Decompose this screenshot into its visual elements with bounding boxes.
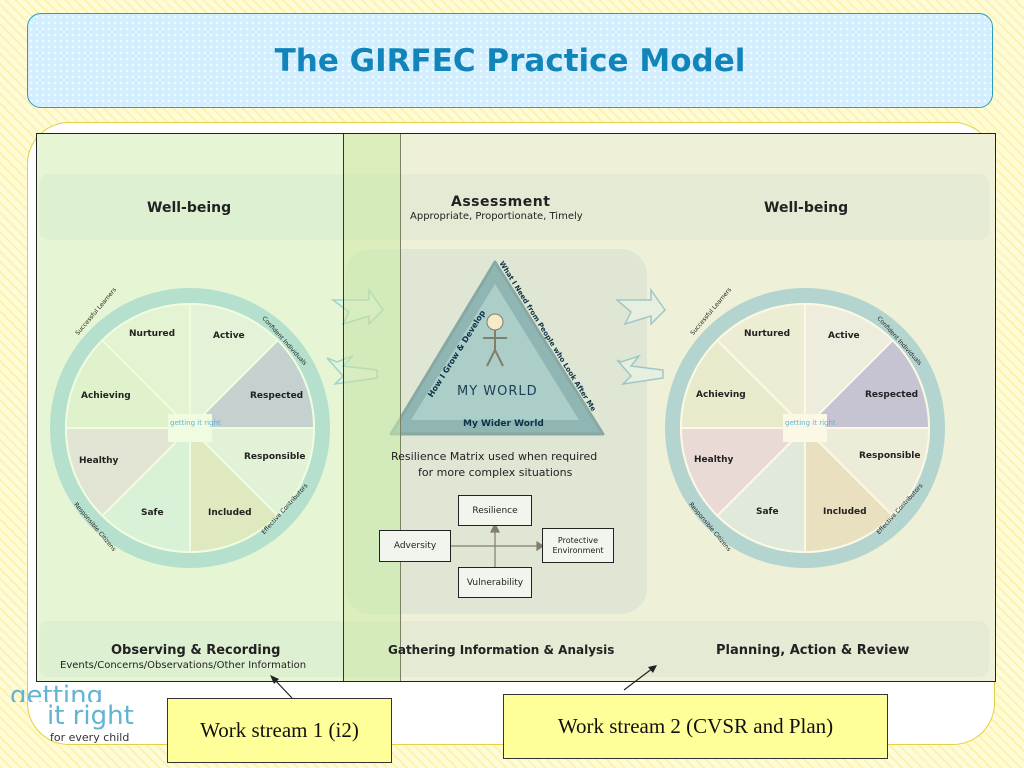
- matrix-resilience-box: Resilience: [458, 495, 532, 526]
- practice-model-figure: Well-being Assessment Appropriate, Propo…: [36, 133, 996, 682]
- work-stream-overlap-region: [343, 134, 401, 681]
- work-stream-1-region: [37, 134, 401, 681]
- wheel-left-active: Active: [213, 331, 245, 341]
- wheel-right-nurtured: Nurtured: [744, 329, 791, 339]
- matrix-adversity-box: Adversity: [379, 530, 451, 562]
- matrix-protective-label-2: Environment: [552, 545, 604, 555]
- wheel-right-responsible: Responsible: [859, 451, 921, 461]
- wheel-left-included: Included: [208, 508, 252, 518]
- my-world-triangle: [389, 260, 605, 436]
- matrix-protective-label-1: Protective: [557, 535, 599, 545]
- wheel-right-center-logo: getting it right: [785, 419, 836, 427]
- wheel-left-nurtured: Nurtured: [129, 329, 176, 339]
- wheel-left-respected: Respected: [250, 391, 304, 401]
- logo-line-2: it right: [47, 701, 134, 731]
- cycle-arrow-right-top-icon: [614, 287, 666, 326]
- wellbeing-heading-right: Well-being: [764, 200, 849, 216]
- resilience-matrix-lines: [449, 522, 545, 572]
- work-stream-2-label: Work stream 2 (CVSR and Plan): [557, 714, 834, 738]
- title-banner: The GIRFEC Practice Model: [27, 13, 993, 108]
- footer-right-title: Planning, Action & Review: [716, 643, 910, 658]
- triangle-center-label: MY WORLD: [457, 384, 538, 399]
- wheel-left-healthy: Healthy: [79, 456, 119, 466]
- getting-it-right-logo: getting it right for every child: [10, 684, 134, 746]
- wheel-left-achieving: Achieving: [81, 391, 131, 401]
- wheel-right-included: Included: [823, 507, 867, 517]
- footer-middle-title: Gathering Information & Analysis: [388, 643, 615, 657]
- matrix-adversity-label: Adversity: [393, 541, 437, 551]
- triangle-bottom-label: My Wider World: [463, 419, 544, 429]
- wheel-right-respected: Respected: [865, 390, 919, 400]
- work-stream-1-label: Work stream 1 (i2): [200, 718, 359, 742]
- wheel-right-safe: Safe: [756, 507, 779, 517]
- assessment-subtitle: Appropriate, Proportionate, Timely: [410, 211, 583, 222]
- matrix-protective-box: Protective Environment: [542, 528, 614, 563]
- wellbeing-wheel-right: [665, 288, 945, 568]
- wheel-right-healthy: Healthy: [694, 455, 734, 465]
- page-title: The GIRFEC Practice Model: [274, 42, 746, 79]
- work-stream-1-callout: Work stream 1 (i2): [167, 698, 392, 763]
- assessment-title: Assessment: [451, 194, 551, 210]
- matrix-vulnerability-box: Vulnerability: [458, 567, 532, 598]
- wheel-left-safe: Safe: [141, 508, 164, 518]
- wheel-left-responsible: Responsible: [244, 452, 306, 462]
- work-stream-2-callout: Work stream 2 (CVSR and Plan): [503, 694, 888, 759]
- wellbeing-heading-left: Well-being: [147, 200, 232, 216]
- logo-line-1: getting: [10, 684, 104, 702]
- matrix-vulnerability-label: Vulnerability: [466, 577, 524, 588]
- resilience-caption-line2: for more complex situations: [418, 466, 573, 479]
- footer-left-title: Observing & Recording: [111, 643, 281, 658]
- wheel-right-achieving: Achieving: [696, 390, 746, 400]
- matrix-resilience-label: Resilience: [472, 505, 518, 516]
- wheel-left-center-logo: getting it right: [170, 419, 221, 427]
- cycle-arrow-right-bottom-icon: [616, 354, 664, 386]
- footer-left-subtitle: Events/Concerns/Observations/Other Infor…: [60, 660, 307, 671]
- wheel-right-active: Active: [828, 331, 860, 341]
- resilience-caption-line1: Resilience Matrix used when required: [391, 450, 598, 463]
- logo-line-3: for every child: [50, 731, 130, 744]
